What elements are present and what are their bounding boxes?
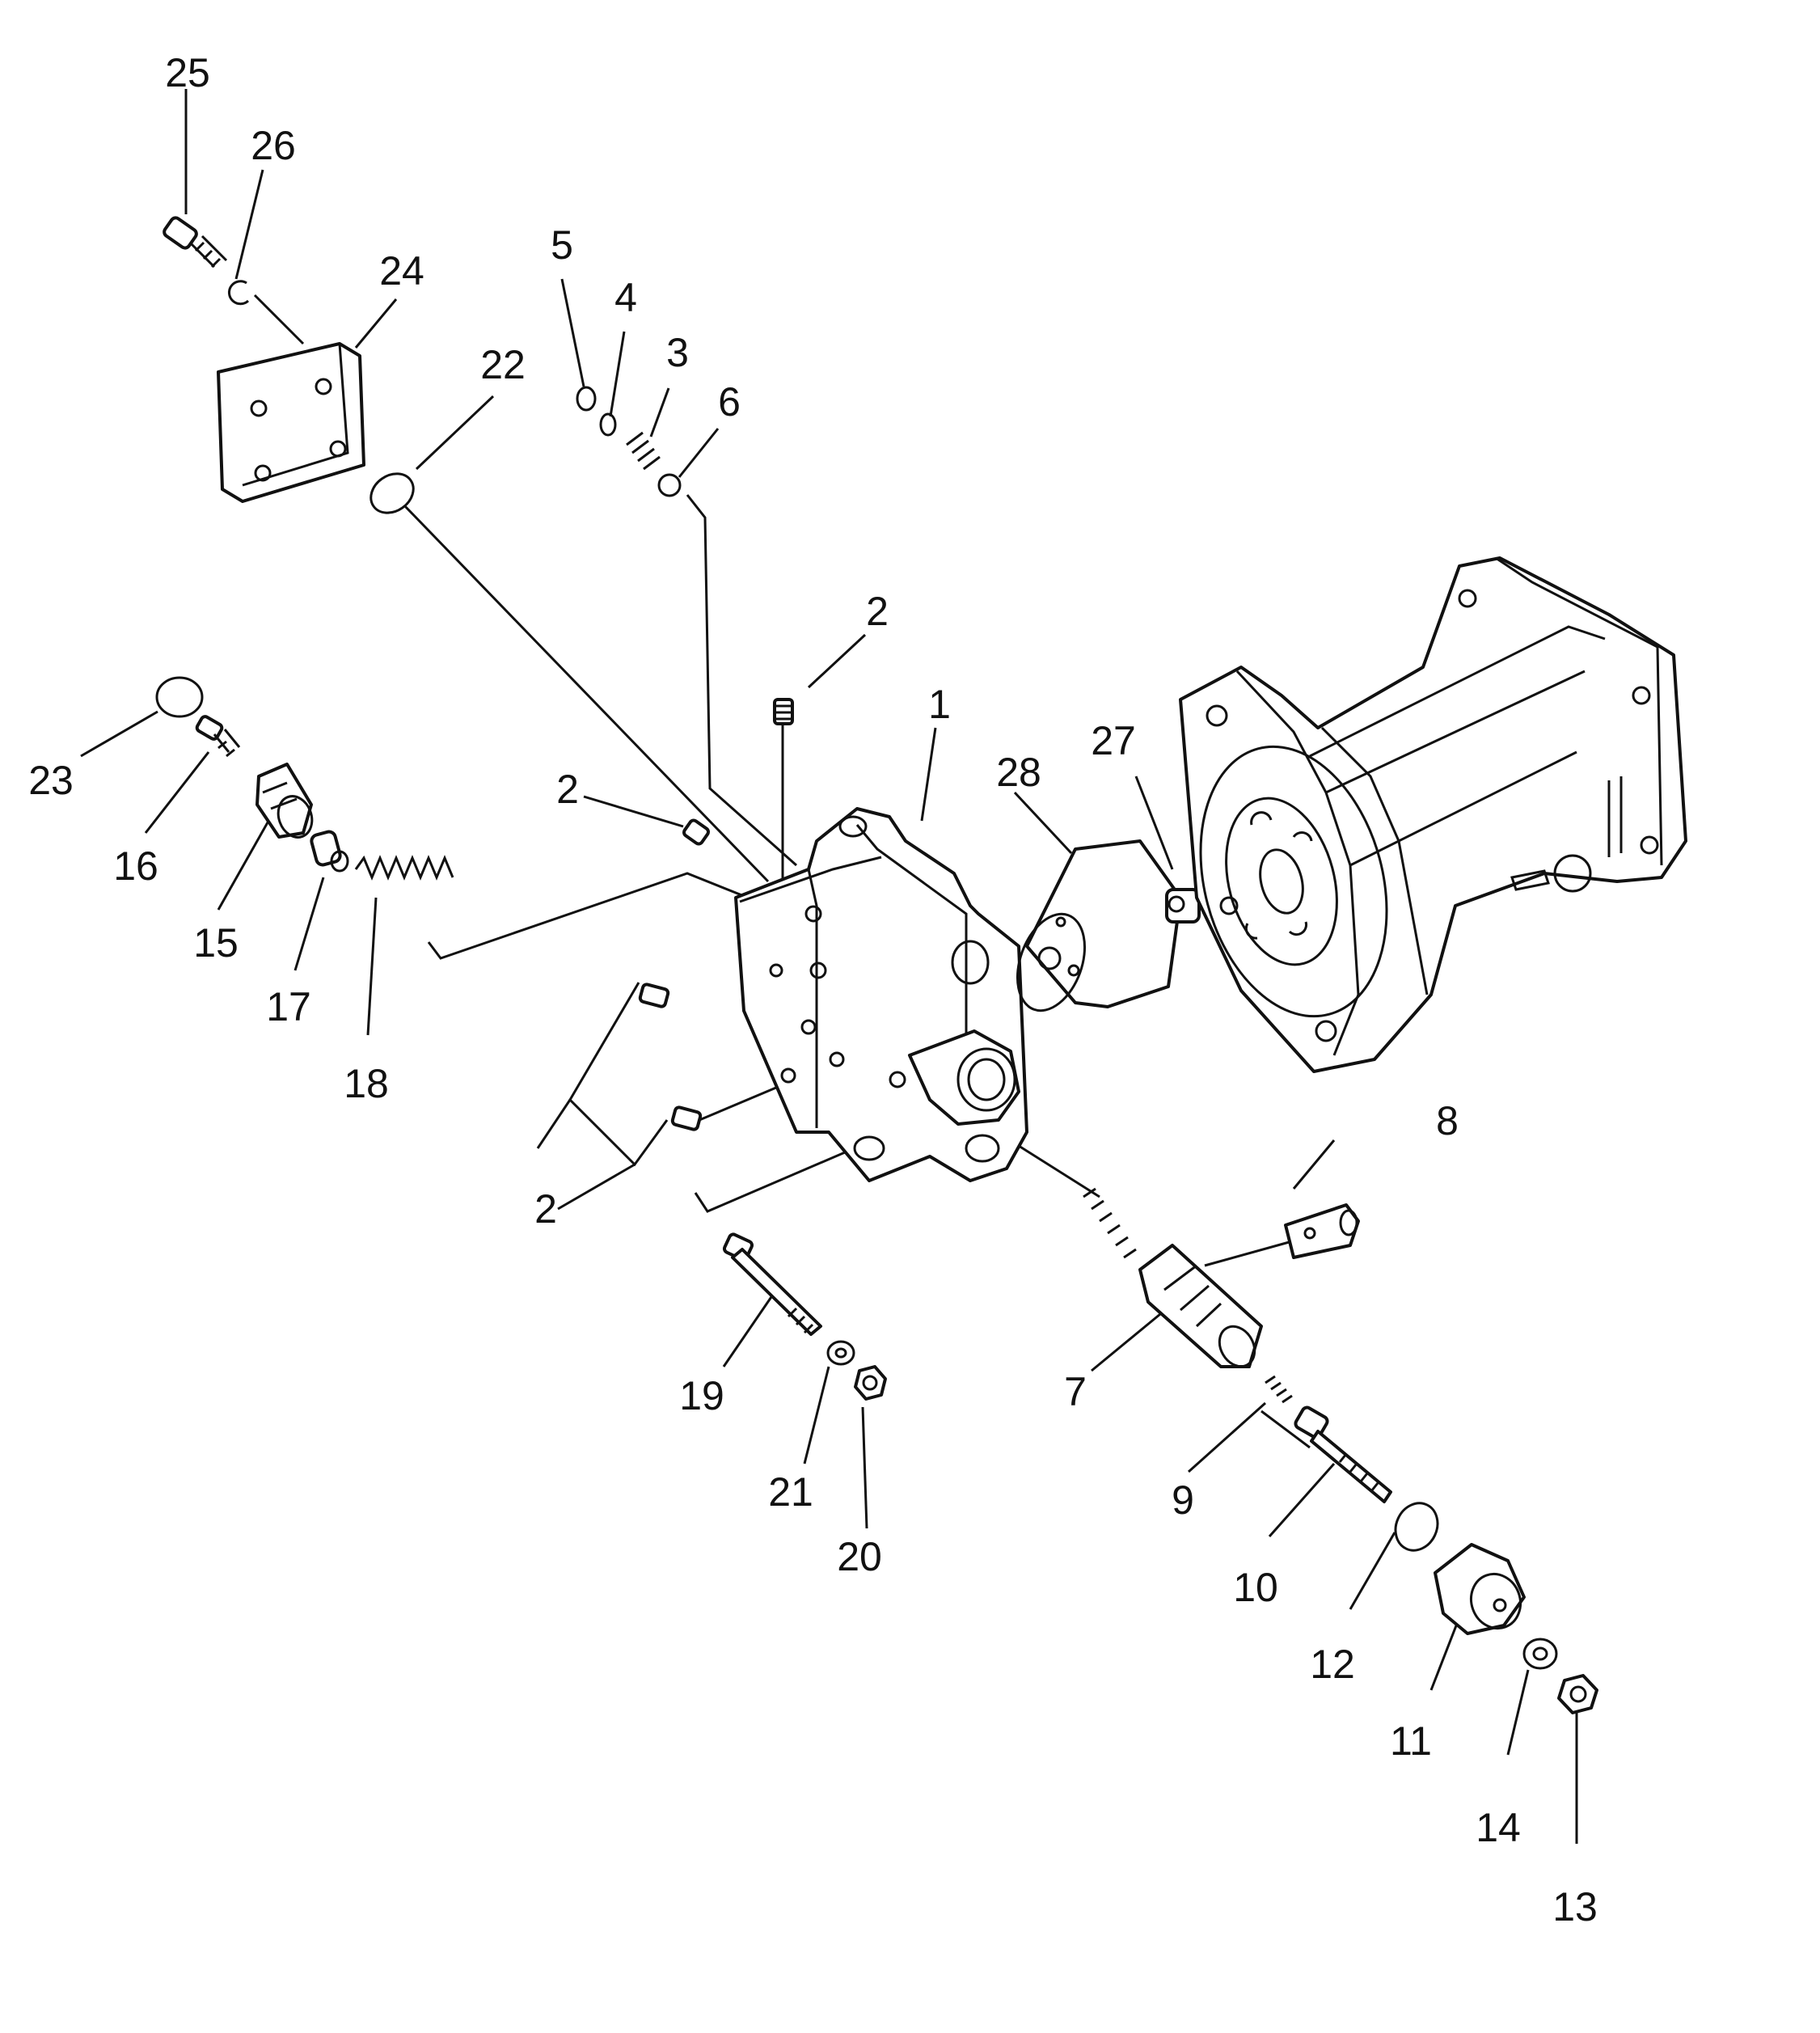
callout-17: 17 <box>266 984 311 1029</box>
washer-part-26 <box>227 280 250 306</box>
callout-1: 1 <box>928 682 951 727</box>
valve-body-part-1 <box>734 807 1028 1182</box>
callout-6: 6 <box>718 379 741 425</box>
callout-16: 16 <box>113 843 158 889</box>
washer-part-14 <box>1522 1638 1558 1670</box>
callout-12: 12 <box>1310 1642 1355 1687</box>
bolt-part-19 <box>722 1232 822 1336</box>
callout-21: 21 <box>768 1469 813 1515</box>
spring-part-9 <box>1265 1375 1293 1404</box>
washer-part-21 <box>826 1340 855 1366</box>
callout-5: 5 <box>551 222 573 268</box>
plug-part-11 <box>1434 1543 1526 1635</box>
callout-10: 10 <box>1233 1565 1278 1610</box>
callout-8: 8 <box>1436 1098 1459 1143</box>
callout-3: 3 <box>666 330 689 375</box>
pin-part-8 <box>1284 1203 1360 1259</box>
callout-14: 14 <box>1476 1805 1521 1850</box>
callout-23: 23 <box>28 758 74 803</box>
screw-part-10 <box>1294 1405 1392 1503</box>
small-parts-5-4-3-6 <box>576 386 682 497</box>
callout-7: 7 <box>1064 1369 1087 1414</box>
o-ring-part-23 <box>155 676 204 718</box>
callout-25: 25 <box>165 50 210 95</box>
plug-parts-2 <box>638 698 794 1131</box>
callout-labels: 25 26 24 22 5 4 3 6 2 1 27 28 23 16 15 1… <box>28 50 1598 1929</box>
callout-9: 9 <box>1172 1477 1194 1523</box>
screw-part-16 <box>195 715 241 758</box>
callout-18: 18 <box>344 1061 389 1106</box>
callout-2-middle: 2 <box>556 767 579 812</box>
callout-26: 26 <box>251 123 296 168</box>
callout-19: 19 <box>679 1373 724 1418</box>
callout-24: 24 <box>379 248 424 294</box>
spool-part-7 <box>1083 1187 1263 1368</box>
motor-housing <box>1179 556 1687 1073</box>
o-ring-part-12 <box>1394 1502 1439 1552</box>
pin-part-17 <box>310 830 349 873</box>
bolt-part-25 <box>163 216 228 268</box>
bushing-part-27 <box>1165 888 1201 924</box>
callout-20: 20 <box>837 1534 882 1579</box>
callout-11: 11 <box>1390 1718 1432 1764</box>
callout-15: 15 <box>193 920 239 966</box>
callout-27: 27 <box>1091 718 1136 763</box>
nut-part-20 <box>854 1365 887 1401</box>
cover-plate-part-24 <box>217 342 365 503</box>
callout-13: 13 <box>1552 1884 1598 1929</box>
nut-part-13 <box>1557 1674 1598 1714</box>
leader-lines <box>80 89 1578 1844</box>
callout-28: 28 <box>996 750 1041 795</box>
cylinder-part-28 <box>1016 839 1182 1012</box>
o-ring-part-22 <box>369 472 415 514</box>
callout-2-bottom: 2 <box>534 1186 557 1232</box>
spring-part-18 <box>354 855 454 881</box>
callout-4: 4 <box>614 275 637 320</box>
callout-22: 22 <box>480 342 526 387</box>
plug-part-15 <box>255 763 314 839</box>
callout-2-top: 2 <box>866 589 889 634</box>
